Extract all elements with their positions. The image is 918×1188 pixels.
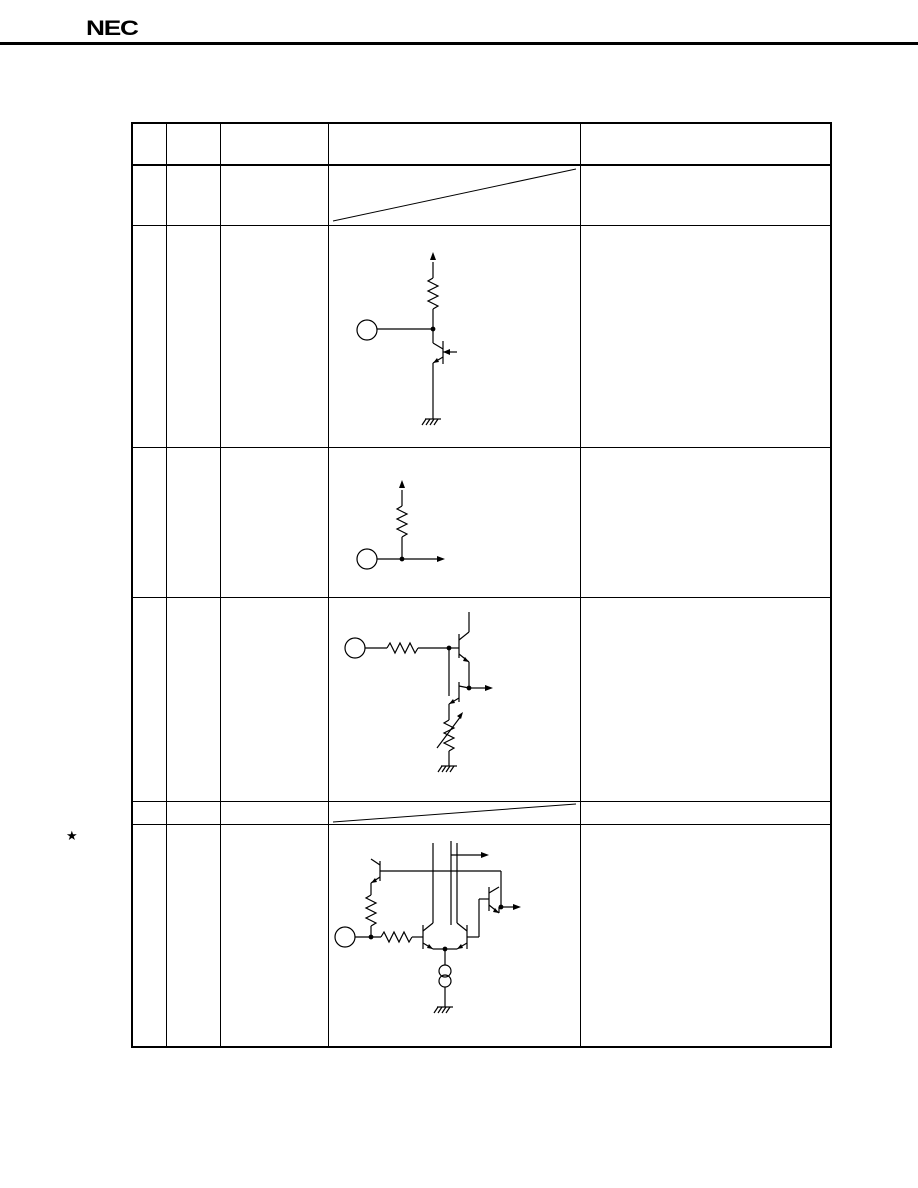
column-divider <box>580 124 581 1046</box>
not-applicable-slash <box>329 802 580 824</box>
not-applicable-slash <box>329 165 580 225</box>
revision-star-icon: ★ <box>66 828 78 843</box>
header-rule <box>0 42 918 45</box>
row-divider <box>133 225 830 226</box>
row-divider <box>133 597 830 598</box>
row-divider <box>133 824 830 825</box>
column-divider <box>220 124 221 1046</box>
header-cell-1 <box>133 124 166 164</box>
pin-circuit-table <box>131 122 832 1048</box>
nec-logo: NEC <box>86 17 139 40</box>
page-header: NEC <box>0 0 918 46</box>
header-cell-3 <box>221 124 328 164</box>
row-divider <box>133 801 830 802</box>
column-divider <box>328 124 329 1046</box>
row-divider <box>133 447 830 448</box>
circuit-differential-input <box>329 825 580 1046</box>
header-cell-2 <box>167 124 220 164</box>
header-row-divider <box>133 164 830 166</box>
column-divider <box>166 124 167 1046</box>
header-cell-4 <box>329 124 580 164</box>
circuit-open-collector-input <box>329 226 580 447</box>
circuit-pullup-input <box>329 448 580 597</box>
header-cell-5 <box>581 124 831 164</box>
circuit-darlington-input <box>329 598 580 801</box>
